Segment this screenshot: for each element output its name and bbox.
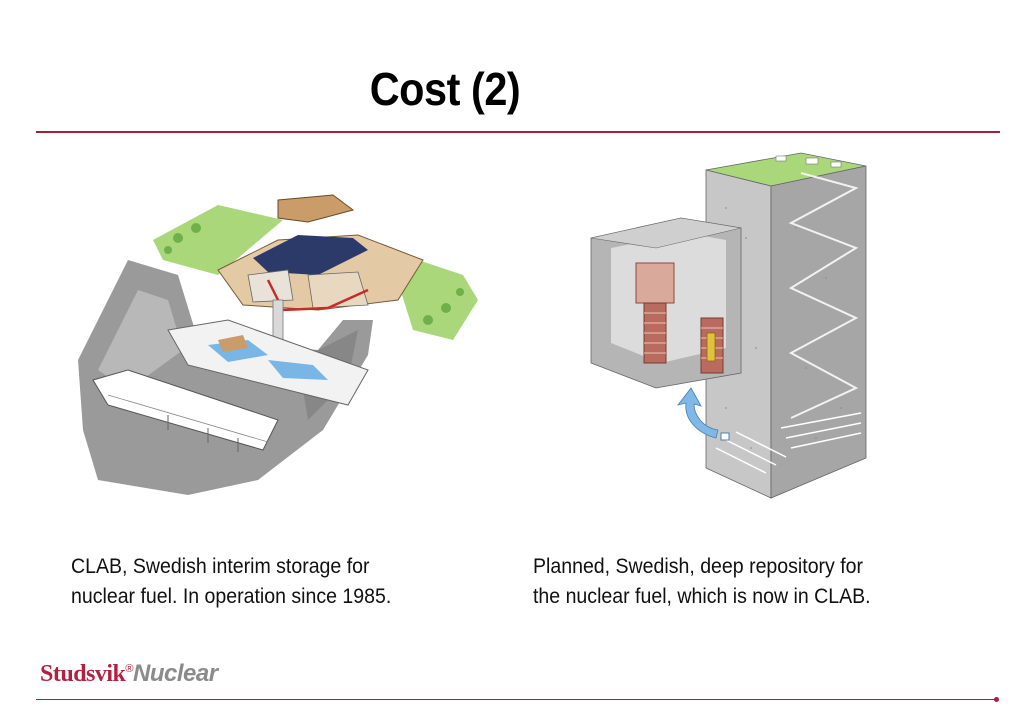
repository-illustration (590, 152, 867, 499)
title-divider (36, 131, 1000, 133)
clab-grass-left (153, 205, 283, 275)
logo-registered-mark: ® (125, 663, 133, 675)
repository-ramp (788, 172, 859, 419)
footer-divider-dot (994, 697, 999, 702)
clab-caption: CLAB, Swedish interim storage for nuclea… (71, 552, 462, 612)
repository-caption-line-2: the nuclear fuel, which is now in CLAB. (533, 585, 871, 608)
clab-trees (164, 223, 464, 325)
clab-caption-line-1: CLAB, Swedish interim storage for (71, 555, 370, 578)
repository-tunnels (715, 412, 862, 474)
clab-pool-hall (167, 319, 369, 406)
repository-block-side (770, 165, 867, 499)
footer-divider (36, 699, 996, 700)
clab-tunnels (92, 369, 279, 451)
studsvik-nuclear-logo: Studsvik®Nuclear (40, 660, 218, 688)
clab-caption-line-2: nuclear fuel. In operation since 1985. (71, 585, 392, 608)
slide-title: Cost (2) (369, 63, 521, 115)
logo-product: Nuclear (133, 660, 218, 687)
logo-brand: Studsvik (40, 661, 126, 687)
repository-arrow (676, 387, 719, 439)
clab-illustration (78, 194, 478, 495)
repository-caption-line-1: Planned, Swedish, deep repository for (533, 555, 864, 578)
repository-caption: Planned, Swedish, deep repository for th… (533, 552, 942, 612)
